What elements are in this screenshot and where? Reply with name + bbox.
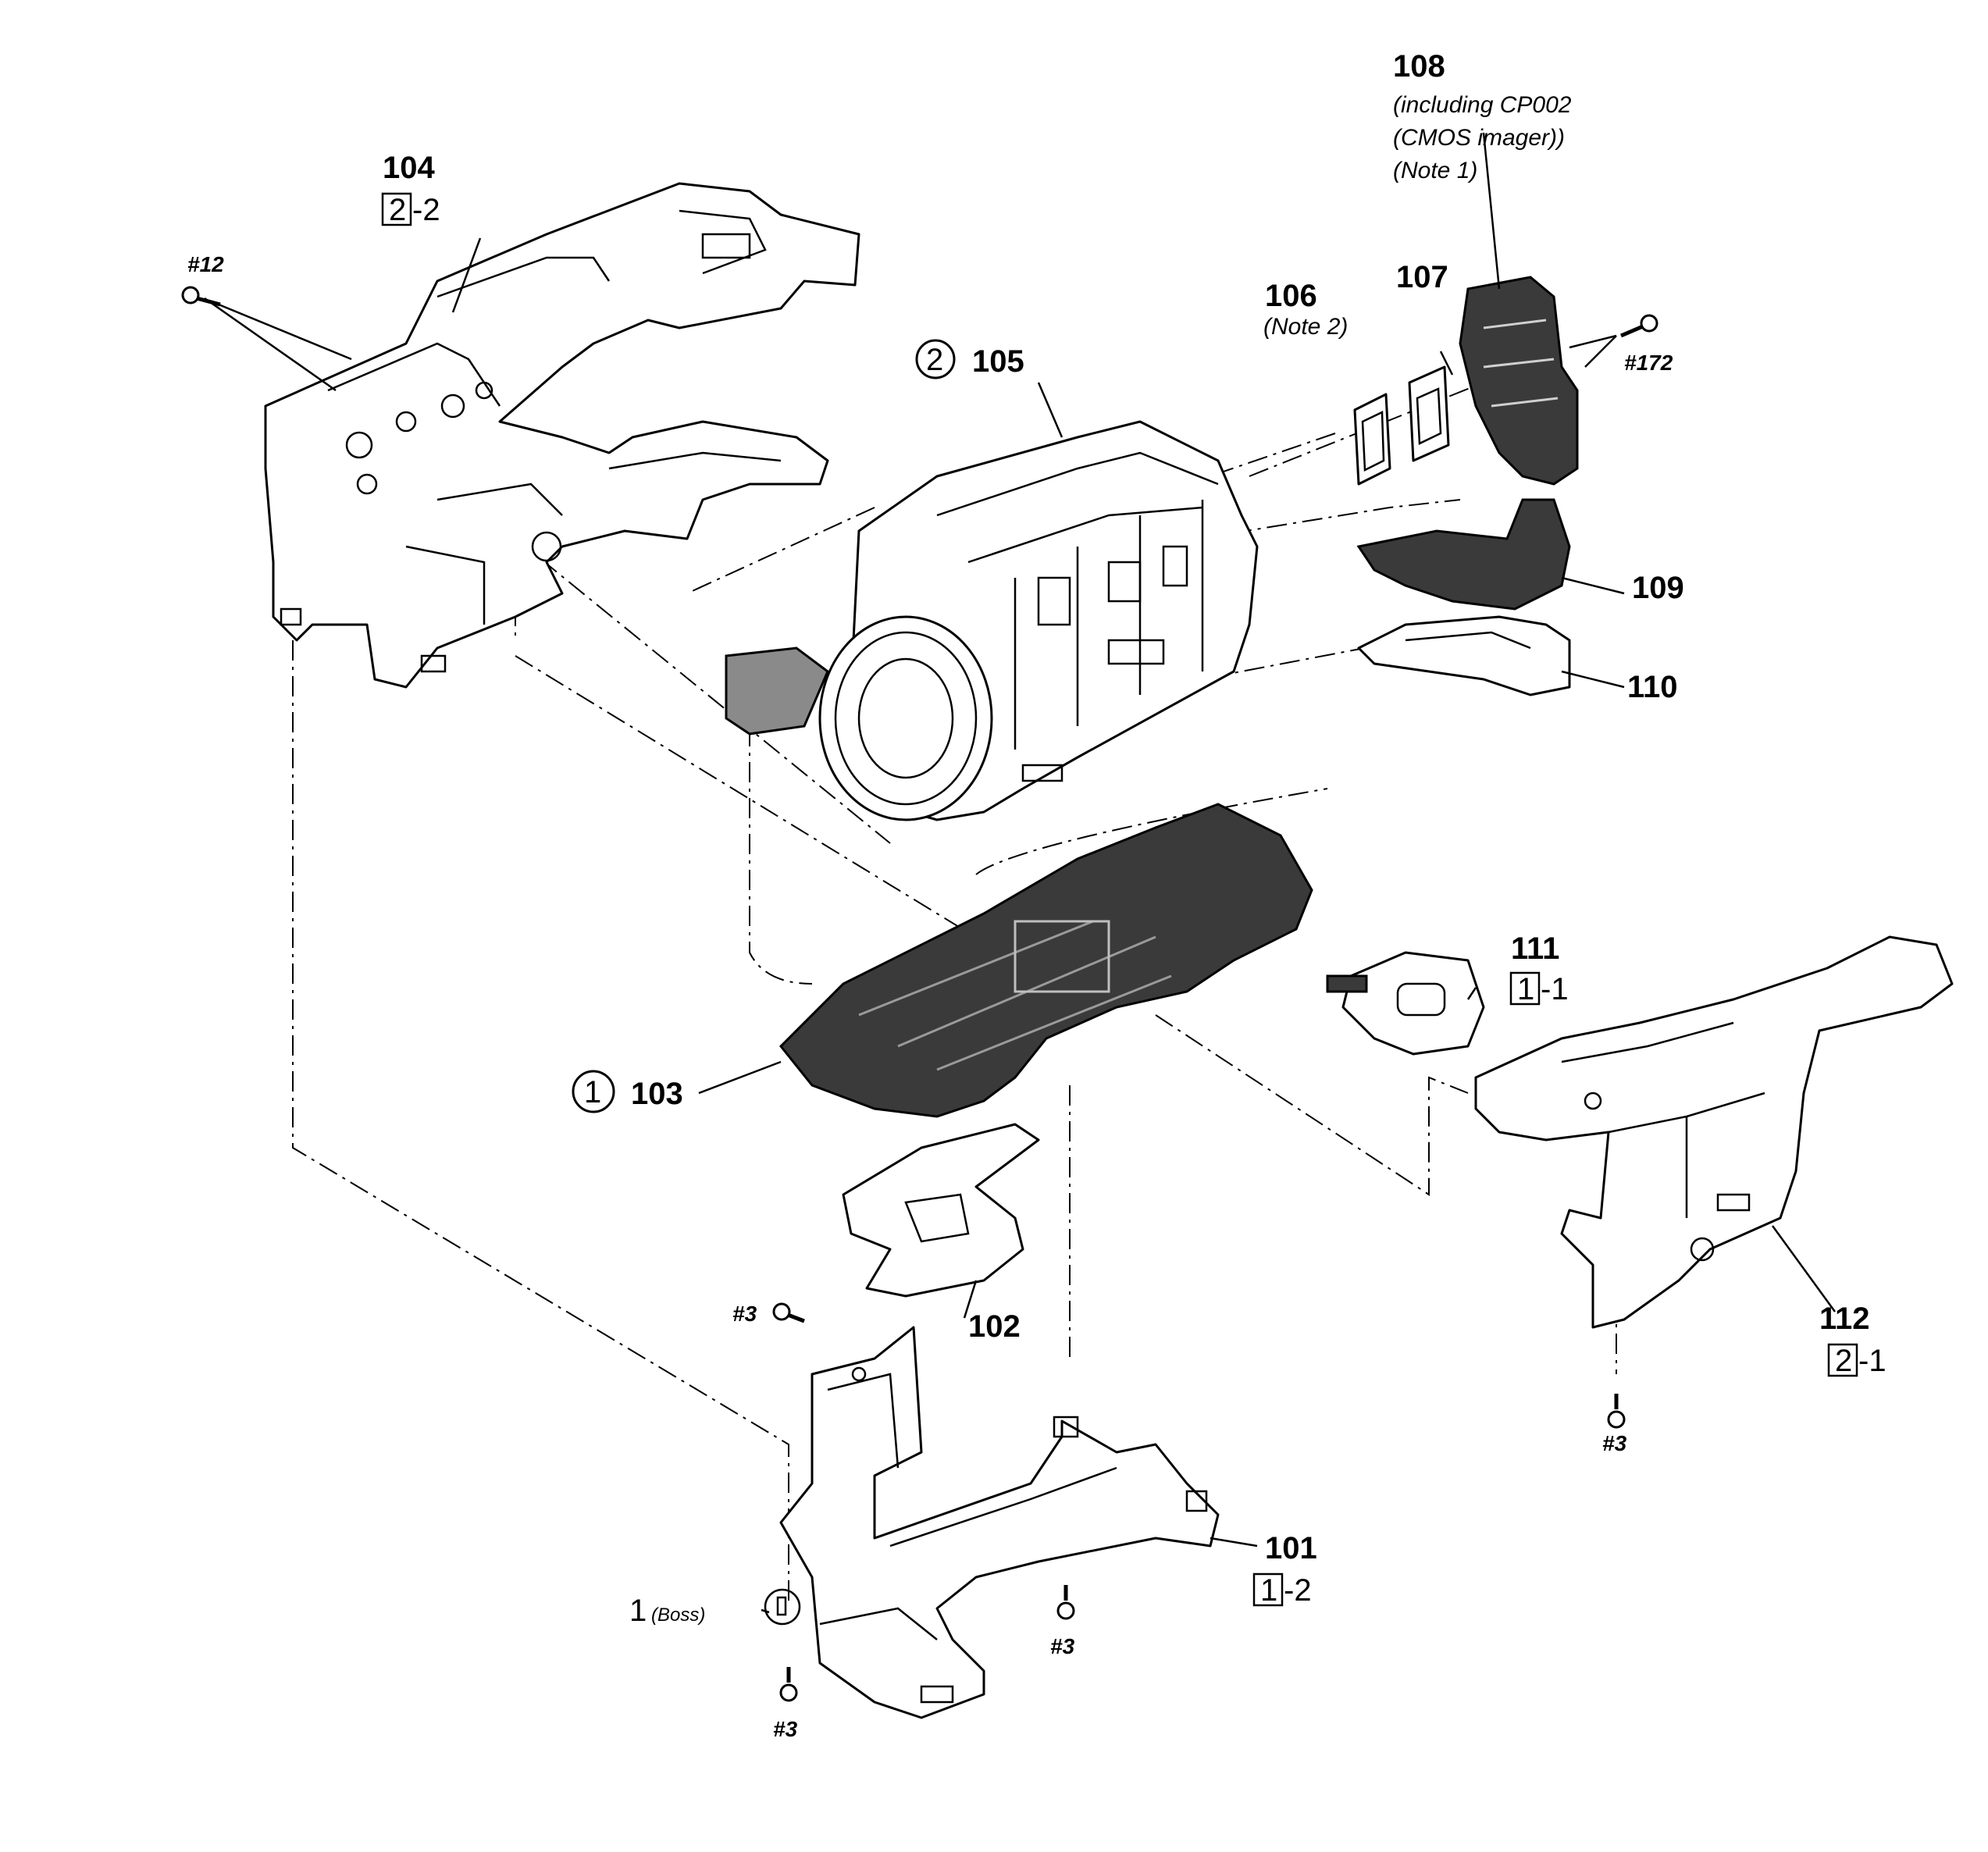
filter-106 [1353, 393, 1391, 486]
screw-3-label-b: #3 [1602, 1431, 1627, 1455]
screw-3-label-a: #3 [732, 1302, 757, 1326]
part-108-note-line2: (CMOS imager)) [1393, 125, 1565, 151]
part-104-number: 104 [383, 151, 435, 185]
screw-icon [1620, 314, 1658, 338]
part-101-ref-box [1252, 1572, 1284, 1607]
bottom-frame-101 [764, 1326, 1220, 1719]
part-105-circle-number: 2 [926, 343, 943, 377]
part-107-number: 107 [1396, 260, 1448, 294]
screw-icon [772, 1302, 805, 1323]
screw-icon [181, 286, 221, 307]
flex-110 [1357, 615, 1571, 696]
part-108-note-line3: (Note 1) [1393, 158, 1477, 183]
part-101-ref-suffix: -2 [1284, 1573, 1312, 1608]
part-110-number: 110 [1627, 670, 1678, 704]
part-109-number: 109 [1632, 571, 1684, 605]
right-frame-112 [1474, 935, 1954, 1329]
part-101-number: 101 [1265, 1531, 1317, 1565]
part-103-circle [572, 1070, 615, 1113]
screw-icon [1607, 1394, 1626, 1429]
part-112-ref-suffix: -1 [1858, 1344, 1886, 1378]
part-112-ref-box-number: 2 [1835, 1344, 1852, 1378]
part-101-ref-box-number: 1 [1260, 1573, 1277, 1608]
boss-label: (Boss) [651, 1604, 705, 1626]
part-102-number: 102 [968, 1309, 1021, 1344]
part-106-number: 106 [1265, 279, 1317, 313]
part-111-number: 111 [1511, 931, 1559, 966]
part-103-circle-number: 1 [584, 1075, 601, 1109]
part-108-note-line1: (including CP002 [1393, 92, 1572, 118]
part-106-note: (Note 2) [1263, 314, 1348, 340]
screw-12-label: #12 [187, 252, 224, 276]
part-105-number: 105 [972, 344, 1024, 379]
part-112-number: 112 [1819, 1302, 1870, 1336]
upper-frame-104 [264, 182, 860, 689]
sheet-109 [1356, 498, 1571, 611]
lens-block-105 [725, 420, 1259, 821]
part-112-ref-box [1827, 1343, 1858, 1377]
part-104-ref-suffix: -2 [412, 193, 440, 227]
screw-icon [1056, 1585, 1075, 1620]
screw-3-label-d: #3 [773, 1717, 798, 1741]
part-108-number: 108 [1393, 49, 1445, 84]
main-board-103 [778, 803, 1313, 1118]
screw-172-label: #172 [1624, 351, 1673, 375]
part-105-circle [915, 339, 956, 379]
part-104-ref-box-number: 2 [389, 193, 406, 227]
boss-number: 1 [629, 1594, 647, 1628]
seal-107 [1408, 365, 1450, 462]
part-labels: 104 2 -2 #12 2 105 106 (Note 2) 107 108 … [187, 49, 1886, 1741]
part-104-ref-box [381, 192, 412, 226]
screw-icon [779, 1667, 798, 1702]
part-111-ref-suffix: -1 [1541, 972, 1569, 1006]
part-111-ref-box-number: 1 [1517, 972, 1534, 1006]
insulation-sheet-102 [842, 1123, 1040, 1298]
part-111-ref-box [1509, 971, 1541, 1006]
cmos-board-108 [1459, 276, 1579, 486]
jack-111 [1326, 951, 1485, 1056]
part-103-number: 103 [631, 1077, 683, 1111]
screw-3-label-c: #3 [1050, 1634, 1075, 1658]
leader-lines [204, 132, 1837, 1614]
screw-icons [181, 286, 1658, 1702]
